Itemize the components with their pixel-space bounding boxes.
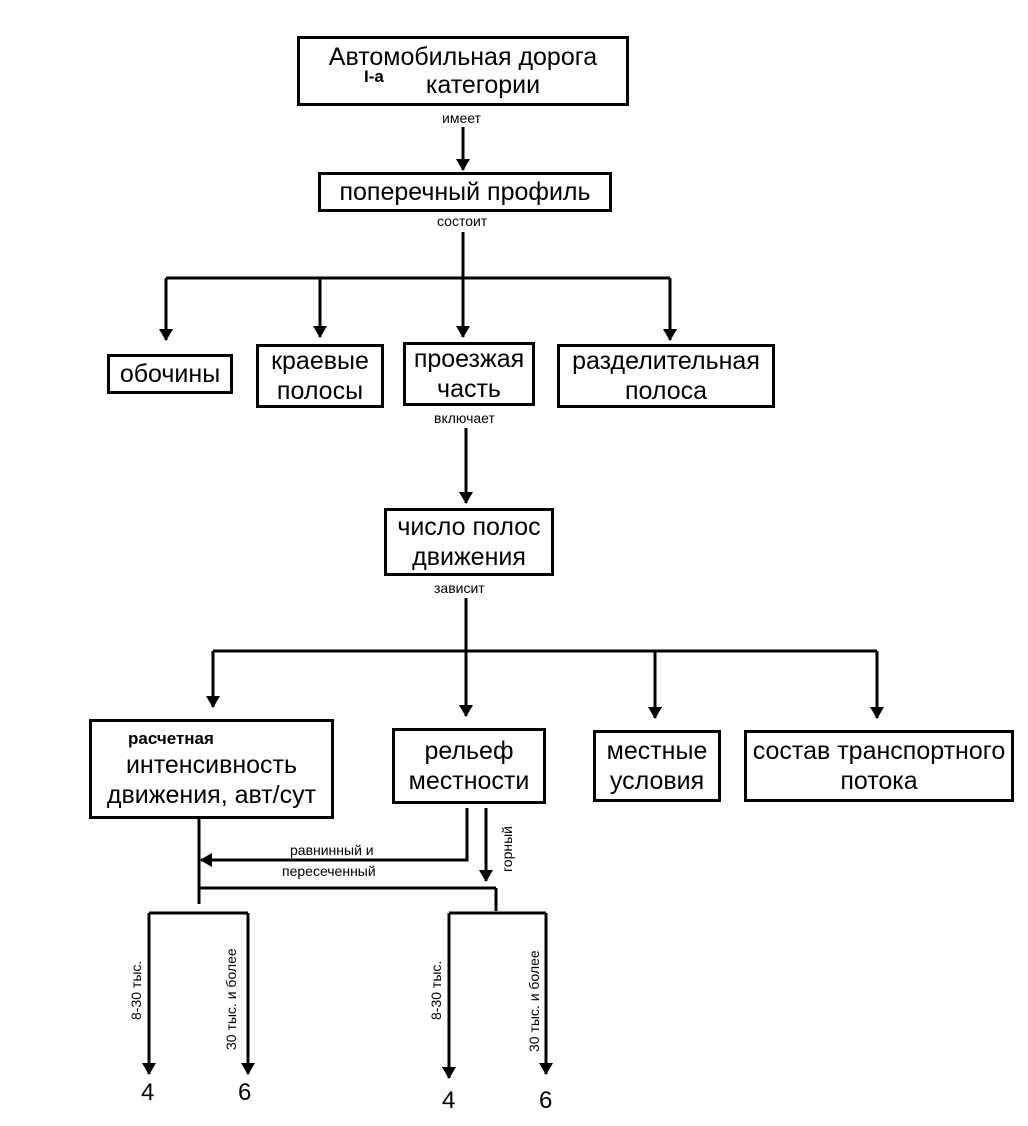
intensity-line3: движения, авт/сут [106, 781, 317, 809]
branch-left-high: 30 тыс. и более [223, 948, 239, 1050]
relation-includes: включает [434, 410, 495, 426]
traffic-box: состав транспортного потока [744, 730, 1014, 802]
median-box: разделительная полоса [557, 344, 775, 408]
relief-box: рельеф местности [392, 728, 546, 804]
branch-flat-line1: равнинный и [290, 842, 374, 858]
carriageway-line1: проезжая [413, 345, 525, 373]
result-left-high: 6 [238, 1079, 252, 1106]
median-line2: полоса [624, 377, 708, 405]
median-line1: разделительная [572, 347, 760, 375]
road-box: Автомобильная дорога I-а категории [297, 36, 629, 106]
shoulders-label: обочины [119, 360, 221, 388]
local-box: местные условия [593, 730, 721, 802]
profile-box: поперечный профиль [318, 172, 612, 212]
edge-strips-line1: краевые [271, 347, 369, 375]
arrow-relief-flat [200, 808, 469, 867]
lanes-line1: число полос [397, 513, 541, 541]
result-right-high: 6 [539, 1087, 553, 1114]
local-line1: местные [606, 737, 708, 765]
intensity-line1: расчетная [128, 729, 214, 748]
carriageway-box: проезжая часть [403, 342, 535, 406]
edge-strips-line2: полосы [276, 377, 364, 405]
traffic-line2: потока [840, 767, 918, 795]
relation-depends: зависит [434, 580, 485, 596]
lanes-box: число полос движения [384, 508, 554, 576]
local-line2: условия [609, 767, 705, 795]
branch-left-low: 8-30 тыс. [128, 960, 144, 1020]
result-left-low: 4 [141, 1079, 155, 1106]
edge-strips-box: краевые полосы [256, 344, 384, 408]
road-prefix: I-а [364, 67, 384, 86]
lanes-line2: движения [412, 543, 526, 571]
relation-consists: состоит [437, 213, 488, 229]
traffic-line1: состав транспортного [752, 737, 1006, 765]
relation-has: имеет [442, 110, 481, 126]
result-right-low: 4 [442, 1087, 456, 1114]
branch-mountain: горный [499, 826, 515, 872]
carriageway-line2: часть [437, 375, 501, 403]
branch-flat-line2: пересеченный [282, 863, 376, 879]
branch-right-high: 30 тыс. и более [526, 950, 542, 1052]
road-line2-row: I-а категории [300, 67, 626, 99]
relief-line1: рельеф [424, 737, 514, 765]
branch-right-low: 8-30 тыс. [428, 960, 444, 1020]
intensity-box: расчетная интенсивность движения, авт/су… [89, 719, 334, 819]
road-line1: Автомобильная дорога [328, 43, 598, 71]
relief-line2: местности [408, 767, 530, 795]
shoulders-box: обочины [107, 354, 233, 394]
road-line2: категории [425, 71, 541, 99]
intensity-line2: интенсивность [125, 751, 298, 779]
profile-label: поперечный профиль [339, 178, 591, 206]
